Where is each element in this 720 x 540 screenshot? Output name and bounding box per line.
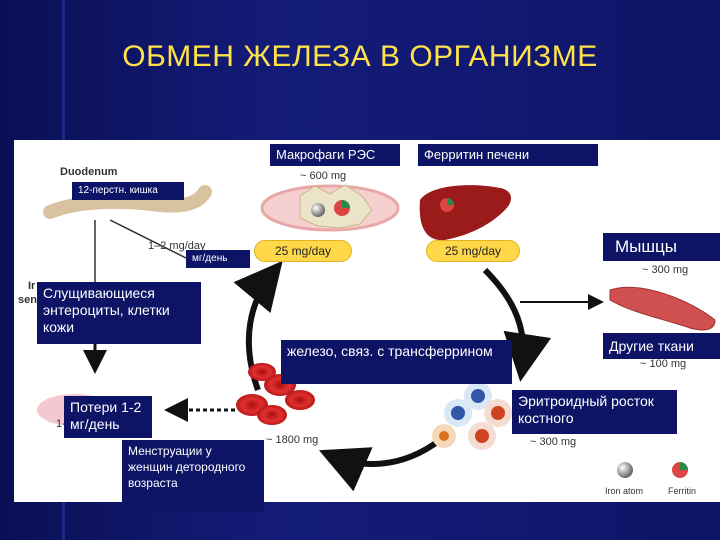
shedding-cells-label: Слущивающиеся энтероциты, клетки кожи <box>37 282 201 344</box>
losses-label: Потери 1-2 мг/день <box>64 396 152 438</box>
absorption-rate: 1–2 mg/day <box>148 240 206 252</box>
red-blood-cells <box>236 363 315 425</box>
flow-pill-left: 25 mg/day <box>254 240 352 262</box>
iron-fragment-2: sen <box>18 294 37 306</box>
muscles-label: Мышцы <box>603 233 720 261</box>
macrophage-cell <box>260 184 400 232</box>
absorption-line <box>109 219 201 266</box>
arrow-liver-to-marrow <box>482 267 552 382</box>
liver-organ <box>419 185 512 241</box>
legend-iron-label: Iron atom <box>605 486 644 496</box>
macrophage-amount: ~ 600 mg <box>300 170 347 182</box>
menstruation-label: Менструации у женщин детородного возраст… <box>122 440 264 512</box>
macrophages-label: Макрофаги РЭС <box>270 144 400 166</box>
duodenum-shape <box>43 185 212 219</box>
losses-fragment: 1- <box>56 418 66 430</box>
legend-ferritin-symbol-part <box>680 462 688 470</box>
mg-day-label: мг/день <box>186 250 250 268</box>
other-tissues-label: Другие ткани <box>603 333 720 359</box>
rbc-amount: ~ 1800 mg <box>266 434 319 446</box>
arrow-marrow-to-rbc <box>318 437 442 492</box>
muscle-shape <box>609 286 716 331</box>
transferrin-label: железо, связ. с трансферрином <box>281 340 512 384</box>
slide-title: ОБМЕН ЖЕЛЕЗА В ОРГАНИЗМЕ <box>122 40 598 73</box>
iron-fragment: Ir <box>28 280 36 292</box>
legend-ferritin-label: Ferritin <box>668 486 697 496</box>
duodenum-en-label: Duodenum <box>60 166 118 178</box>
flow-pill-right: 25 mg/day <box>426 240 520 262</box>
other-amount: ~ 100 mg <box>640 358 687 370</box>
liver-ferritin-label: Ферритин печени <box>418 144 598 166</box>
duodenum-ru-label: 12-перстн. кишка <box>72 182 184 200</box>
marrow-amount: ~ 300 mg <box>530 436 577 448</box>
marrow-cells <box>432 382 512 450</box>
legend-iron-symbol <box>617 462 633 478</box>
erythroid-label: Эритроидный росток костного <box>512 390 677 434</box>
muscle-amount: ~ 300 mg <box>642 264 689 276</box>
